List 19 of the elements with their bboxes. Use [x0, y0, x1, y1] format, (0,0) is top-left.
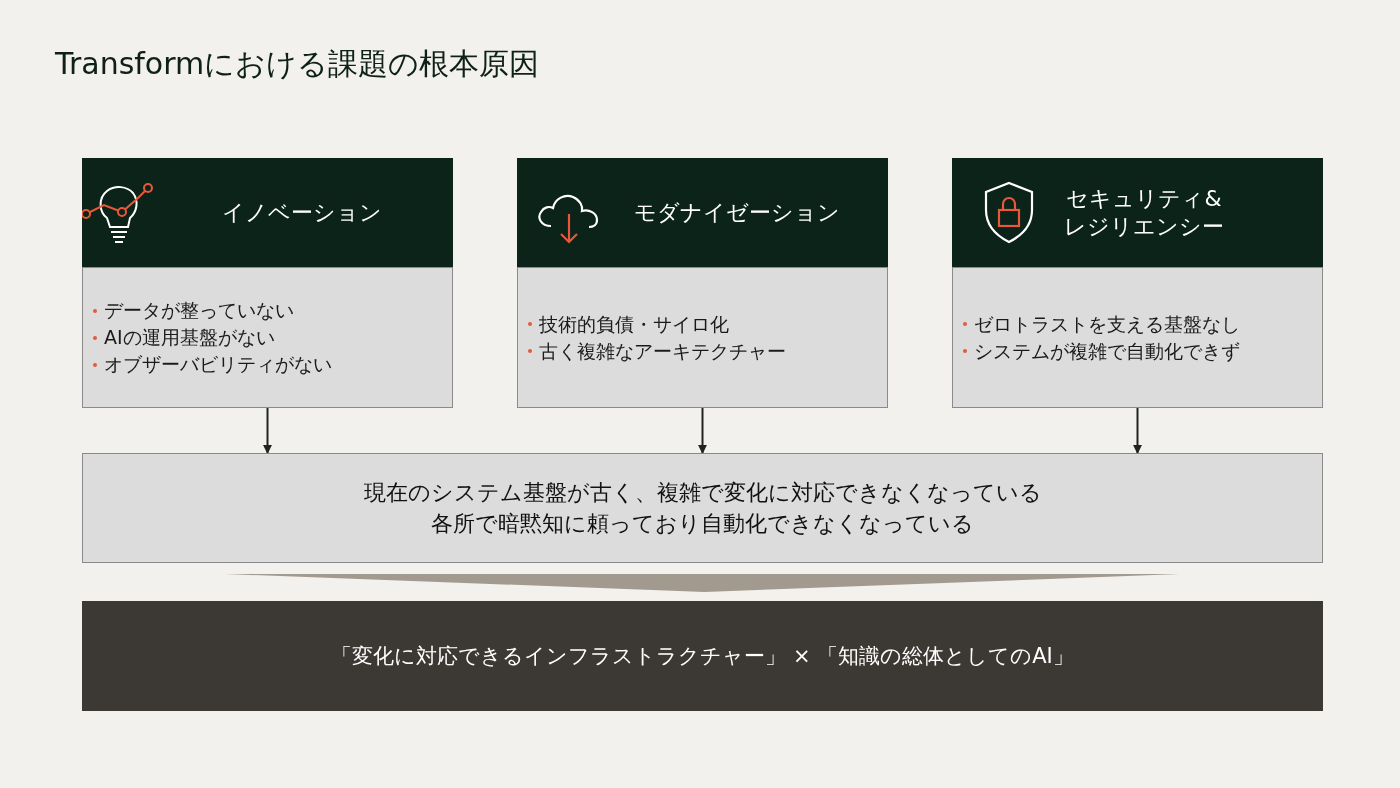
bullet-item: データが整っていない [104, 298, 294, 323]
conclusion-bar [82, 601, 1323, 711]
bullet-item: AIの運用基盤がない [104, 325, 275, 350]
bullet-item: ゼロトラストを支える基盤なし [974, 311, 1240, 337]
arrow [263, 407, 272, 454]
title: Transformにおける課題の根本原因 [55, 45, 540, 83]
bullet-item: 技術的負債・サイロ化 [539, 311, 729, 337]
column-heading: イノベーション [221, 198, 383, 227]
bullet-item: 古く複雑なアーキテクチャー [539, 338, 786, 364]
arrow [1133, 407, 1142, 454]
summary-text: 各所で暗黙知に頼っており自動化できなくなっている [431, 510, 974, 538]
conclusion-text: 「変化に対応できるインフラストラクチャー」 × 「知識の総体としてのAI」 [331, 643, 1074, 670]
column-heading: モダナイゼーション [633, 198, 841, 227]
bullet-item: システムが複雑で自動化できず [974, 338, 1240, 364]
bullet-item: オブザーバビリティがない [104, 352, 332, 377]
summary-text: 現在のシステム基盤が古く、複雑で変化に対応できなくなっている [363, 479, 1042, 507]
summary-box [82, 453, 1323, 563]
column-heading: セキュリティ&レジリエンシー [1064, 185, 1224, 241]
arrow [698, 407, 707, 454]
